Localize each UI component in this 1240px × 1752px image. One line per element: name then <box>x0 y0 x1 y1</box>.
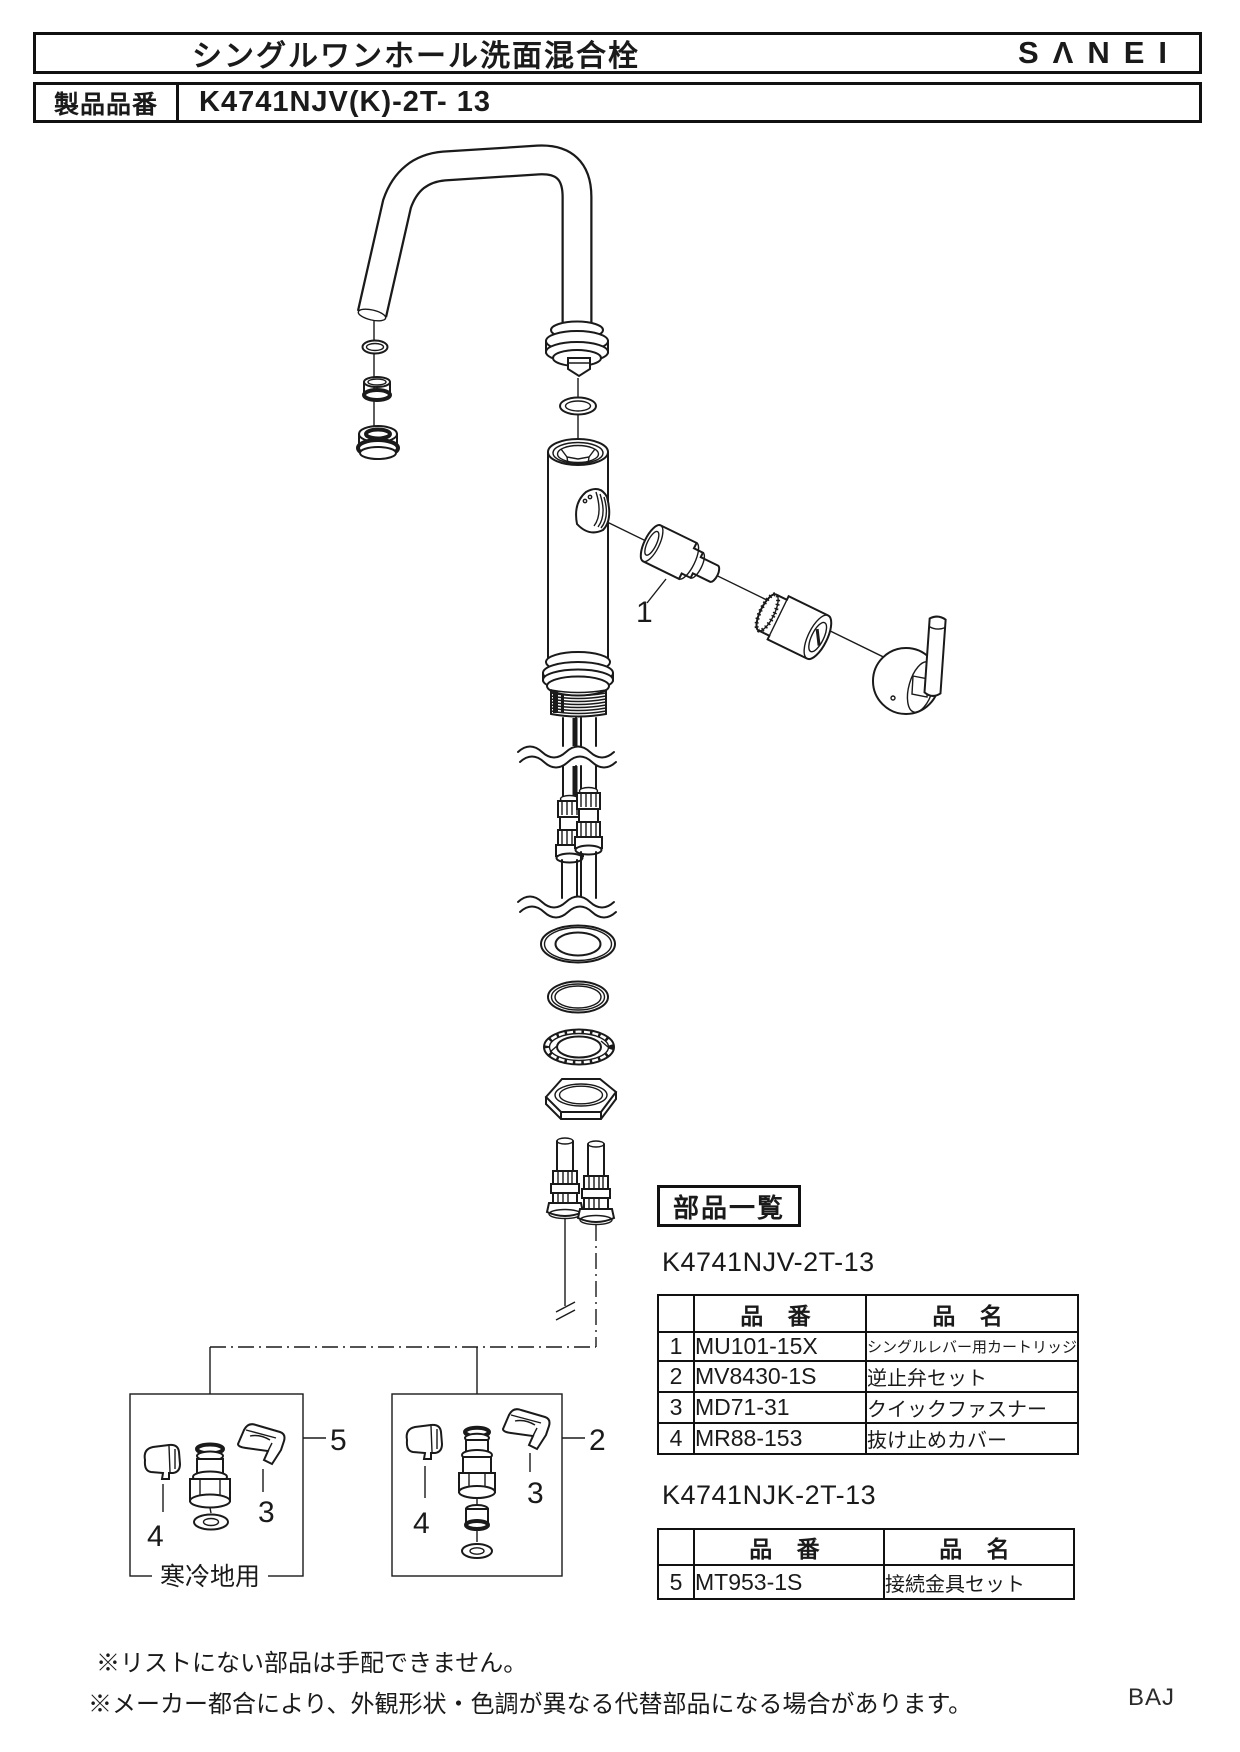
row-part-number: MD71-31 <box>693 1391 867 1424</box>
standard-parts-box: 2 4 <box>391 1393 606 1577</box>
table-header-row: 品 番 品 名 <box>657 1528 1075 1566</box>
parts-table-njv: 品 番 品 名 1 MU101-15X シングルレバー用カートリッジ 2 MV8… <box>657 1294 1080 1455</box>
callout-4-left-label: 4 <box>147 1520 164 1553</box>
valve-assembly-left <box>189 1442 231 1531</box>
model-name-njv: K4741NJV-2T-13 <box>662 1247 875 1277</box>
row-part-name: 抜け止めカバー <box>864 1422 1080 1455</box>
faucet-body <box>547 438 609 661</box>
spout-tube <box>356 144 593 322</box>
fastener-part-right <box>501 1408 551 1451</box>
product-number-bar: 製品品番 K4741NJV(K)-2T- 13 <box>33 82 1202 123</box>
spout-left-parts <box>356 320 400 460</box>
table-row: 5 MT953-1S 接続金具セット <box>657 1564 1075 1600</box>
cover-part-right <box>405 1423 444 1460</box>
header-part-number: 品 番 <box>693 1528 885 1566</box>
table-header-row: 品 番 品 名 <box>657 1294 1080 1333</box>
lever-rod <box>923 615 947 697</box>
threaded-shank <box>542 651 614 718</box>
cartridge-hole <box>575 487 611 534</box>
callout-1-label: 1 <box>636 596 653 629</box>
callout-4-right-label: 4 <box>413 1507 430 1540</box>
callout-2-label: 2 <box>589 1424 606 1457</box>
model-name-njk: K4741NJK-2T-13 <box>662 1480 877 1510</box>
row-part-name: 逆止弁セット <box>864 1360 1080 1393</box>
table-row: 4 MR88-153 抜け止めカバー <box>657 1422 1080 1455</box>
row-part-name: 接続金具セット <box>883 1564 1075 1600</box>
row-no: 2 <box>657 1360 695 1393</box>
cartridge <box>639 524 721 583</box>
header-part-number: 品 番 <box>693 1294 867 1333</box>
page-title: シングルワンホール洗面混合栓 <box>192 40 640 73</box>
callout-1: 1 <box>636 578 667 629</box>
fastener-part-left <box>236 1423 286 1466</box>
product-number-value: K4741NJV(K)-2T- 13 <box>199 86 491 118</box>
callout-3-left-label: 3 <box>258 1496 275 1529</box>
row-no: 5 <box>657 1564 695 1600</box>
title-bar: シングルワンホール洗面混合栓 SΛNEI <box>33 32 1202 74</box>
hex-nut <box>544 1078 618 1120</box>
table-row: 1 MU101-15X シングルレバー用カートリッジ <box>657 1331 1080 1362</box>
table-row: 3 MD71-31 クイックファスナー <box>657 1391 1080 1424</box>
supply-pipes <box>517 717 617 800</box>
header-no-cell <box>657 1528 695 1566</box>
parts-table-njk: 品 番 品 名 5 MT953-1S 接続金具セット <box>657 1528 1075 1600</box>
row-no: 1 <box>657 1331 695 1362</box>
spout-base <box>545 320 609 378</box>
callout-3-right-label: 3 <box>527 1477 544 1510</box>
row-part-number: MU101-15X <box>693 1331 867 1362</box>
brand-logo: SΛNEI <box>1017 35 1181 70</box>
cold-region-box: 寒冷地用 5 4 3 <box>129 1393 347 1591</box>
valve-assembly-right <box>458 1425 496 1559</box>
parts-list-title: 部品一覧 <box>672 1192 785 1223</box>
hose-connectors <box>517 786 617 919</box>
parts-list-title-box: 部品一覧 <box>657 1185 801 1227</box>
row-no: 4 <box>657 1422 695 1455</box>
row-part-name: クイックファスナー <box>864 1391 1080 1424</box>
doc-code: BAJ <box>1128 1684 1176 1711</box>
lever-handle <box>872 615 947 715</box>
spout-oring <box>559 378 597 452</box>
toothed-ring <box>543 1028 615 1066</box>
cartridge-cap <box>754 592 833 661</box>
product-number-label: 製品品番 <box>36 85 179 120</box>
hose-ends <box>545 1137 616 1226</box>
header-part-name: 品 名 <box>864 1294 1080 1333</box>
row-no: 3 <box>657 1391 695 1424</box>
note-1: ※リストにない部品は手配できません。 <box>96 1650 528 1677</box>
row-part-number: MR88-153 <box>693 1422 867 1455</box>
cover-part-left <box>143 1443 182 1480</box>
header-no-cell <box>657 1294 695 1333</box>
mounting-oring <box>547 980 609 1014</box>
row-part-name: シングルレバー用カートリッジ <box>864 1331 1080 1362</box>
cold-region-label: 寒冷地用 <box>160 1563 260 1591</box>
table-row: 2 MV8430-1S 逆止弁セット <box>657 1360 1080 1393</box>
note-2: ※メーカー都合により、外観形状・色調が異なる代替部品になる場合があります。 <box>88 1691 973 1718</box>
callout-5-label: 5 <box>330 1424 347 1457</box>
header-part-name: 品 名 <box>883 1528 1075 1566</box>
row-part-number: MT953-1S <box>693 1564 885 1600</box>
mounting-washer <box>540 924 616 964</box>
row-part-number: MV8430-1S <box>693 1360 867 1393</box>
